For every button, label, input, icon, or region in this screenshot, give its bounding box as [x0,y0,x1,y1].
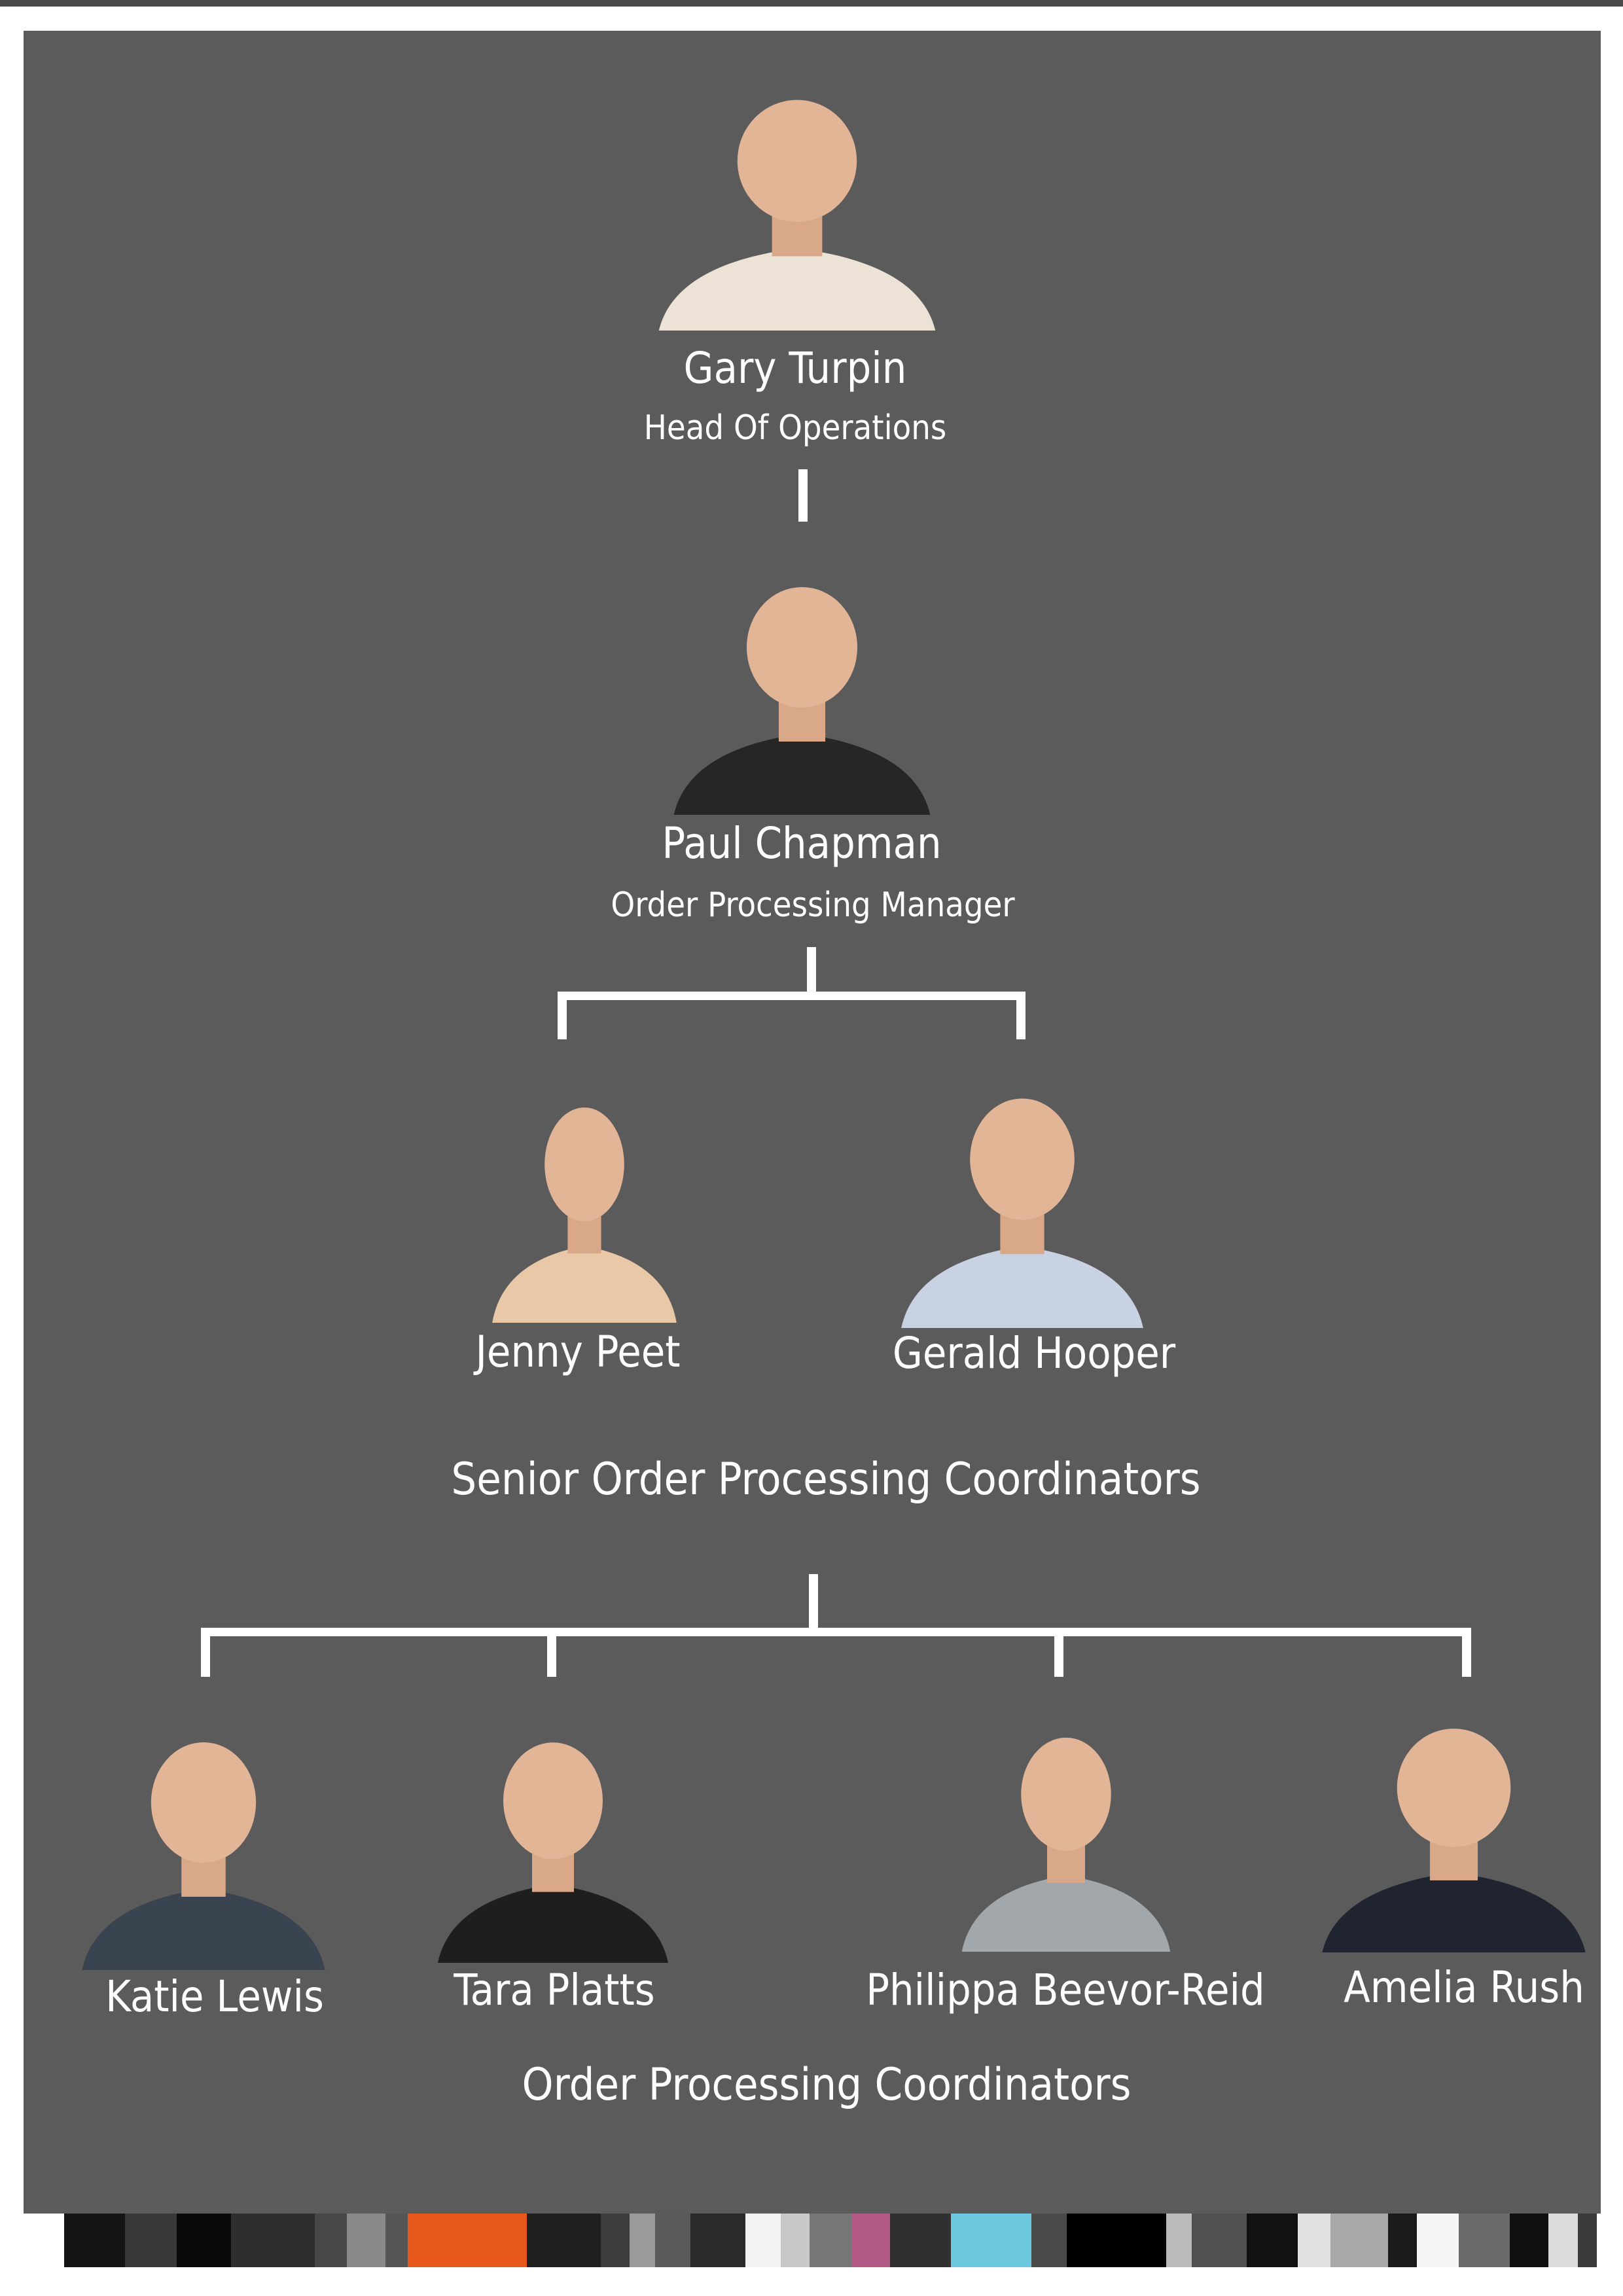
strip-swatch [600,2214,630,2267]
strip-swatch [1458,2214,1510,2267]
photo-tara-platts [422,1710,684,1963]
strip-swatch [231,2214,315,2267]
strip-swatch [125,2214,177,2267]
connector-coord-drop-4 [1462,1628,1471,1677]
connector-coord-drop-3 [1054,1628,1063,1677]
strip-swatch [780,2214,810,2267]
strip-swatch [176,2214,232,2267]
strip-swatch [1246,2214,1298,2267]
photo-paul-chapman [656,553,948,815]
strip-swatch [1166,2214,1192,2267]
name-tara-platts: Tara Platts [454,1965,655,2015]
photo-katie-lewis [65,1708,342,1970]
connector-senior-bar [558,992,1026,1000]
photo-gary-turpin [640,65,954,331]
strip-swatch [951,2214,1031,2267]
name-gary-turpin: Gary Turpin [683,343,907,393]
strip-swatch [1510,2214,1549,2267]
strip-swatch [408,2214,527,2267]
color-calibration-strip [64,2214,1597,2267]
strip-swatch [527,2214,601,2267]
strip-swatch [1387,2214,1418,2267]
strip-swatch [64,2214,126,2267]
strip-swatch [1330,2214,1388,2267]
name-philippa-beevor-reid: Philippa Beevor-Reid [866,1965,1265,2015]
strip-swatch [1031,2214,1067,2267]
connector-coordinator-stem [809,1574,818,1628]
photo-amelia-rush [1304,1695,1603,1952]
connector-coord-drop-2 [547,1628,556,1677]
connector-manager-stem [807,947,816,999]
name-amelia-rush: Amelia Rush [1344,1962,1584,2013]
strip-swatch [745,2214,781,2267]
strip-swatch [314,2214,348,2267]
connector-senior-drop-left [558,992,567,1039]
photo-philippa-beevor-reid [948,1706,1185,1952]
strip-swatch [1548,2214,1578,2267]
connector-top-manager [798,469,808,522]
strip-swatch [655,2214,691,2267]
connector-coordinator-bar [201,1628,1471,1636]
strip-swatch [347,2214,385,2267]
strip-swatch [1192,2214,1247,2267]
connector-senior-drop-right [1016,992,1026,1039]
name-katie-lewis: Katie Lewis [105,1971,324,2022]
coordinator-group-label: Order Processing Coordinators [522,2059,1132,2111]
strip-swatch [1066,2214,1167,2267]
strip-swatch [690,2214,745,2267]
strip-swatch [630,2214,656,2267]
strip-swatch [1577,2214,1597,2267]
strip-swatch [385,2214,408,2267]
role-gary-turpin: Head Of Operations [643,408,947,448]
strip-swatch [1417,2214,1459,2267]
strip-swatch [851,2214,890,2267]
name-paul-chapman: Paul Chapman [662,818,942,869]
photo-gerald-hooper [885,1064,1160,1328]
senior-group-label: Senior Order Processing Coordinators [451,1454,1201,1505]
connector-coord-drop-1 [201,1628,210,1677]
name-gerald-hooper: Gerald Hooper [892,1328,1176,1378]
name-jenny-peet: Jenny Peet [475,1327,681,1377]
org-chart-panel [24,31,1601,2214]
strip-swatch [810,2214,851,2267]
strip-swatch [889,2214,952,2267]
strip-swatch [1298,2214,1330,2267]
photo-jenny-peet [480,1075,689,1323]
top-border [0,0,1623,7]
role-paul-chapman: Order Processing Manager [611,886,1015,925]
